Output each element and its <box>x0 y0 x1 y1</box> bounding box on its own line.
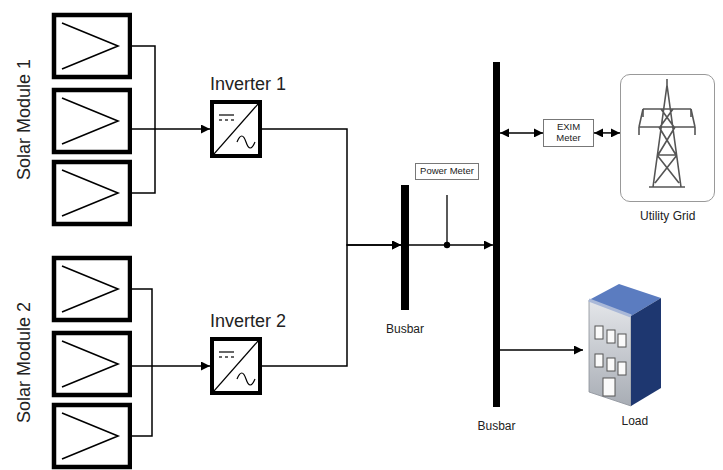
busbar: Busbar <box>493 62 500 407</box>
panel <box>54 90 130 152</box>
node-label: Solar Module 1 <box>14 59 35 180</box>
node-label: Busbar <box>386 322 424 336</box>
solar-module: Solar Module 2 <box>8 255 132 470</box>
connector <box>132 128 210 130</box>
panel <box>54 333 130 395</box>
connector <box>500 349 583 351</box>
connector <box>500 132 543 134</box>
tower-icon <box>621 75 713 200</box>
node-label: Inverter 1 <box>210 74 286 95</box>
panel-mark <box>62 266 118 312</box>
panel-mark <box>62 341 118 387</box>
node-label: Power Meter <box>419 166 475 177</box>
meter-box: EXIM Meter <box>543 119 594 147</box>
connector <box>409 244 493 246</box>
load-building: Load <box>583 278 663 410</box>
node-label: EXIM Meter <box>547 122 590 144</box>
panel-mark <box>62 98 118 144</box>
panel-mark <box>62 23 118 69</box>
busbar: Busbar <box>401 185 409 310</box>
window <box>618 334 626 347</box>
inverter-symbol <box>214 341 258 391</box>
connector <box>262 245 401 366</box>
meter-tap-wire <box>446 195 447 245</box>
window <box>595 326 603 339</box>
panel <box>54 405 130 467</box>
node-label: Solar Module 2 <box>14 302 35 423</box>
node-label: Busbar <box>478 419 516 433</box>
panel <box>54 15 130 77</box>
inverter-symbol <box>214 104 258 154</box>
node-label: Utility Grid <box>640 209 695 223</box>
window <box>607 330 615 343</box>
panel <box>54 162 130 224</box>
panel <box>54 258 130 320</box>
door <box>603 378 615 396</box>
module-bracket <box>132 46 155 436</box>
utility-grid-box: Utility Grid <box>620 74 715 202</box>
connector <box>132 365 210 367</box>
meter-box: Power Meter <box>415 163 479 180</box>
solar-module: Solar Module 1 <box>8 12 132 227</box>
connector <box>594 132 620 134</box>
window <box>607 358 615 371</box>
node-label: Load <box>622 414 649 428</box>
inverter-box: Inverter 2 <box>210 337 262 395</box>
connector <box>262 129 401 245</box>
window <box>595 354 603 367</box>
panel-mark <box>62 170 118 216</box>
window <box>618 362 626 375</box>
building-icon <box>583 278 663 410</box>
panel-mark <box>62 413 118 459</box>
node-label: Inverter 2 <box>210 311 286 332</box>
inverter-box: Inverter 1 <box>210 100 262 158</box>
